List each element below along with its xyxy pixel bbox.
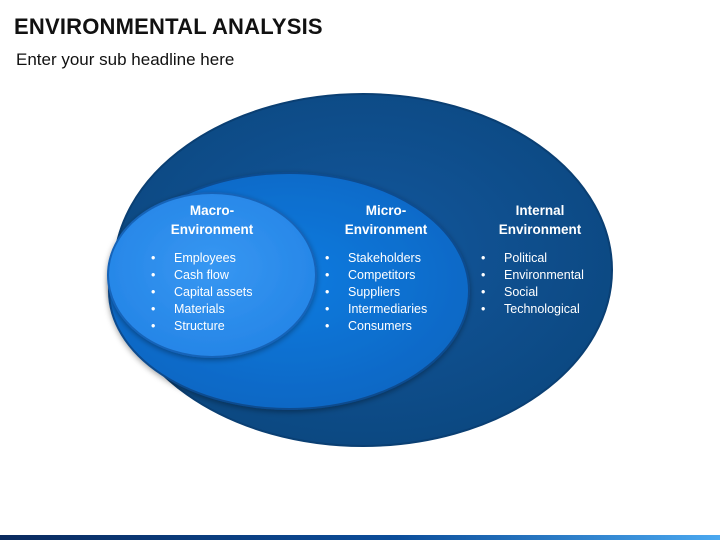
list-item: Structure [150, 318, 274, 335]
list-item: Employees [150, 250, 274, 267]
list-item: Intermediaries [324, 301, 448, 318]
list-item: Cash flow [150, 267, 274, 284]
micro-environment-heading: Micro- Environment [344, 203, 428, 237]
micro-environment-block: Micro- Environment Stakeholders Competit… [324, 201, 448, 335]
footer-accent-bar [0, 535, 720, 540]
macro-environment-list: Employees Cash flow Capital assets Mater… [150, 250, 274, 335]
list-item: Competitors [324, 267, 448, 284]
macro-environment-heading: Macro- Environment [170, 203, 254, 237]
list-item: Capital assets [150, 284, 274, 301]
list-item: Political [480, 250, 600, 267]
page-title: ENVIRONMENTAL ANALYSIS [14, 14, 323, 39]
list-item: Stakeholders [324, 250, 448, 267]
macro-environment-block: Macro- Environment Employees Cash flow C… [150, 201, 274, 335]
list-item: Consumers [324, 318, 448, 335]
list-item: Technological [480, 301, 600, 318]
list-item: Social [480, 284, 600, 301]
list-item: Environmental [480, 267, 600, 284]
internal-environment-block: Internal Environment Political Environme… [480, 201, 600, 318]
list-item: Materials [150, 301, 274, 318]
list-item: Suppliers [324, 284, 448, 301]
micro-environment-list: Stakeholders Competitors Suppliers Inter… [324, 250, 448, 335]
page-subtitle: Enter your sub headline here [16, 50, 235, 69]
internal-environment-heading: Internal Environment [498, 203, 582, 237]
internal-environment-list: Political Environmental Social Technolog… [480, 250, 600, 318]
